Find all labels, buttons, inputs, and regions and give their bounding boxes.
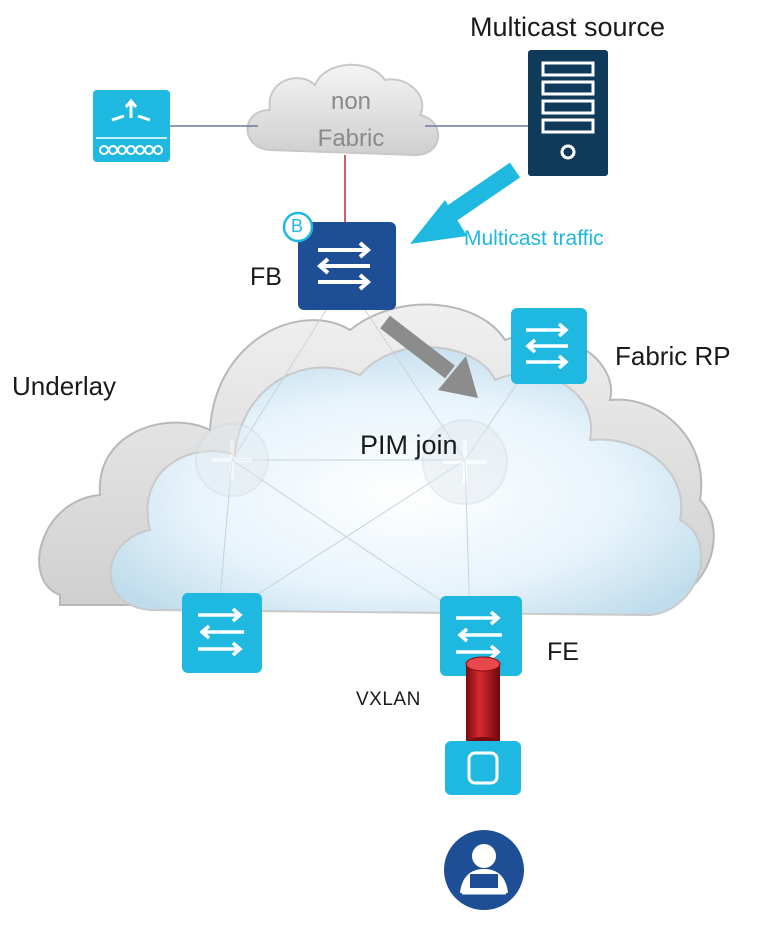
- fabric-border-label: FB: [250, 263, 282, 291]
- pim-join-label: PIM join: [360, 430, 458, 460]
- fabric-rp-label: Fabric RP: [615, 341, 731, 371]
- underlay-label: Underlay: [12, 371, 117, 401]
- border-badge: [282, 211, 314, 243]
- non-fabric-label-line1: non: [330, 88, 372, 115]
- multicast-traffic-arrow: [410, 162, 521, 244]
- router-icon: [93, 90, 170, 162]
- border-badge-letter: B: [291, 216, 304, 236]
- multicast-source-label: Multicast source: [470, 12, 666, 42]
- underlay-cloud-front: [109, 346, 703, 617]
- server-icon: [528, 50, 608, 176]
- underlay-router-right-icon: [422, 419, 508, 505]
- multicast-traffic-label: Multicast traffic: [464, 227, 604, 250]
- non-fabric-cloud: [246, 63, 440, 157]
- top-links: [170, 125, 528, 222]
- non-fabric-label-line2: Fabric: [317, 125, 385, 152]
- user-laptop-icon: [444, 830, 524, 910]
- fabric-edge-label: FE: [547, 638, 579, 666]
- vxlan-tunnel: [465, 656, 501, 751]
- edge-switch-fe-icon: [440, 596, 522, 676]
- fabric-rp-switch-icon: [511, 308, 587, 384]
- underlay-router-left-icon: [195, 423, 269, 497]
- vxlan-label: VXLAN: [356, 689, 421, 710]
- edge-switch-left-icon: [182, 593, 262, 673]
- access-point-icon: [445, 741, 521, 795]
- pim-join-arrow: [380, 315, 478, 398]
- border-switch-icon: [298, 222, 396, 310]
